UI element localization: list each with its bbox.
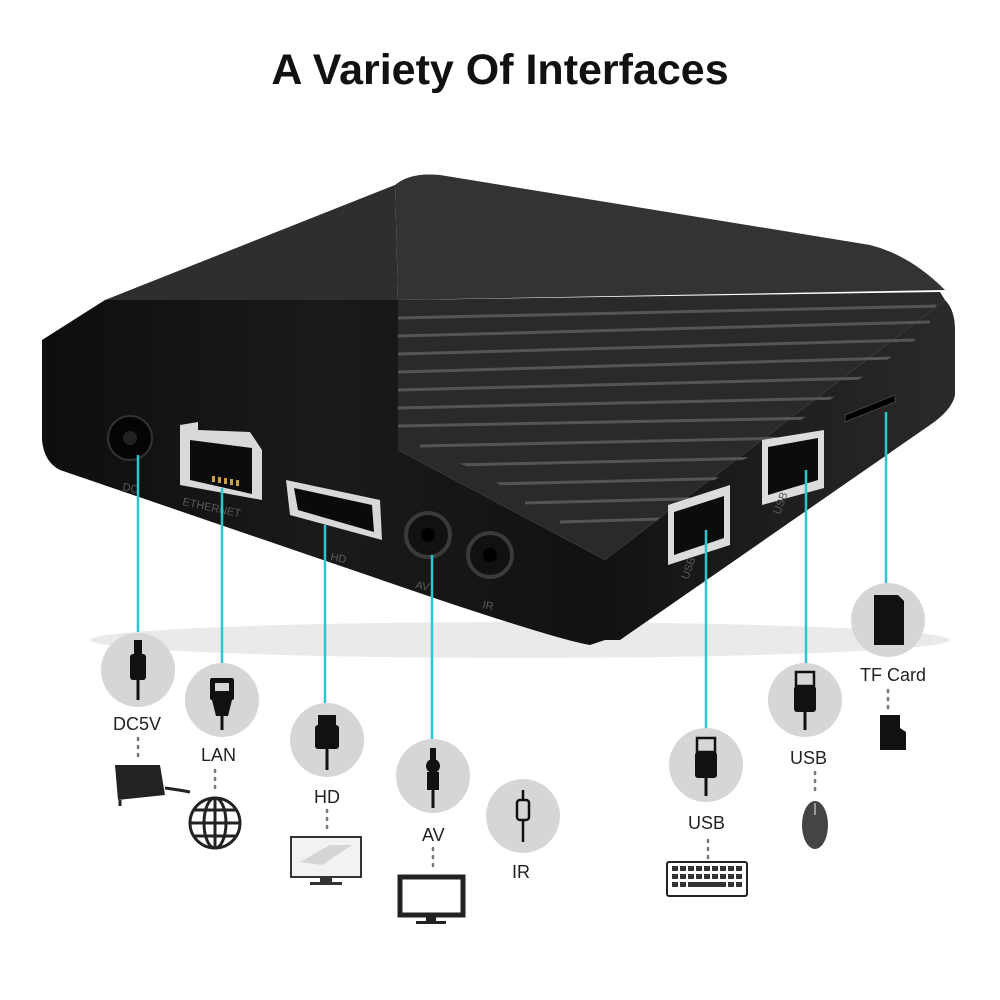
tv-icon	[397, 874, 466, 924]
port-label-av: AV	[414, 579, 431, 594]
hdmi-port	[286, 480, 382, 540]
monitor-icon	[290, 836, 362, 885]
usb-plug-icon-1	[695, 736, 717, 796]
tf-card-slot	[844, 394, 896, 423]
device-top-left-panel	[105, 185, 398, 300]
label-ir: IR	[512, 862, 530, 882]
micro-sd-icon	[880, 715, 906, 750]
label-tf-card: TF Card	[860, 665, 927, 685]
label-usb-2: USB	[790, 748, 828, 768]
page-title: A Variety Of Interfaces	[271, 46, 729, 94]
usb-port-1	[668, 485, 730, 565]
usb-plug-icon-2	[794, 670, 816, 730]
dc-plug-icon	[130, 640, 146, 700]
label-dc5v: DC5V	[113, 714, 162, 734]
label-hd: HD	[314, 787, 340, 807]
port-label-ir: IR	[481, 599, 494, 613]
tv-box-device	[42, 174, 955, 658]
ethernet-port	[180, 422, 262, 500]
device-front-face	[42, 300, 605, 645]
sd-card-icon	[874, 595, 904, 645]
hdmi-plug-icon	[315, 715, 339, 770]
port-label-hd: HD	[329, 551, 347, 566]
ir-jack-icon	[515, 790, 531, 842]
rj45-plug-icon	[210, 678, 234, 730]
ir-plug-circle	[486, 779, 560, 853]
label-usb-1: USB	[688, 813, 726, 833]
power-adapter-icon	[115, 765, 191, 806]
av-plug-icon	[426, 748, 440, 808]
port-label-dc: DC	[121, 481, 139, 496]
keyboard-icon	[666, 861, 748, 897]
label-av: AV	[422, 825, 445, 845]
device-top-back-panel	[395, 174, 945, 300]
globe-icon	[188, 796, 242, 850]
mouse-icon	[802, 801, 828, 849]
label-lan: LAN	[201, 745, 237, 765]
